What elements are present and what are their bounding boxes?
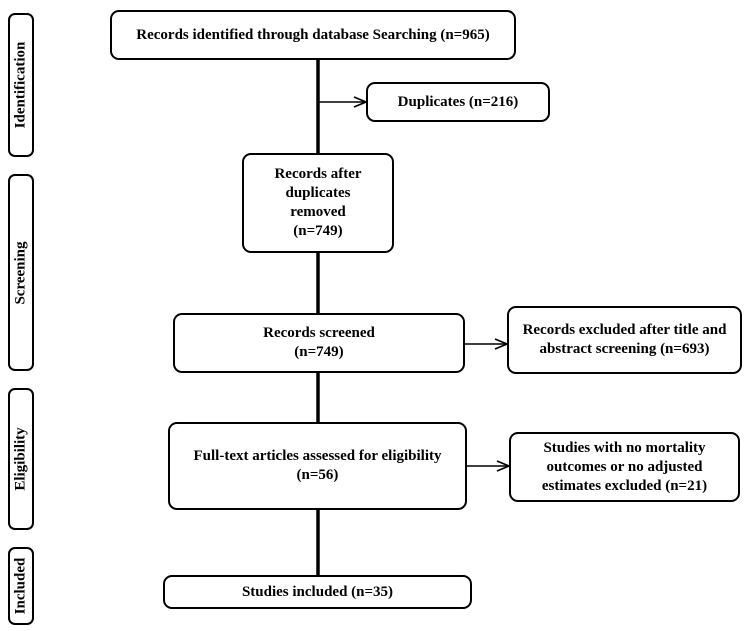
phase-screening: Screening — [8, 174, 34, 371]
box-duplicates: Duplicates (n=216) — [366, 82, 550, 122]
phase-identification-label: Identification — [12, 41, 29, 129]
box-records-screened: Records screened (n=749) — [173, 313, 465, 373]
phase-identification: Identification — [8, 13, 34, 157]
box-records-identified: Records identified through database Sear… — [110, 10, 516, 60]
box-studies-excluded: Studies with no mortality outcomes or no… — [509, 432, 740, 502]
box-full-text-assessed: Full-text articles assessed for eligibil… — [168, 422, 467, 510]
phase-eligibility-label: Eligibility — [12, 427, 29, 491]
phase-included-label: Included — [12, 557, 29, 615]
box-records-after-duplicates: Records after duplicates removed (n=749) — [242, 153, 394, 253]
phase-screening-label: Screening — [12, 240, 29, 305]
box-studies-included: Studies included (n=35) — [163, 575, 472, 609]
box-records-excluded: Records excluded after title and abstrac… — [507, 306, 742, 374]
phase-included: Included — [8, 547, 34, 625]
phase-eligibility: Eligibility — [8, 388, 34, 530]
